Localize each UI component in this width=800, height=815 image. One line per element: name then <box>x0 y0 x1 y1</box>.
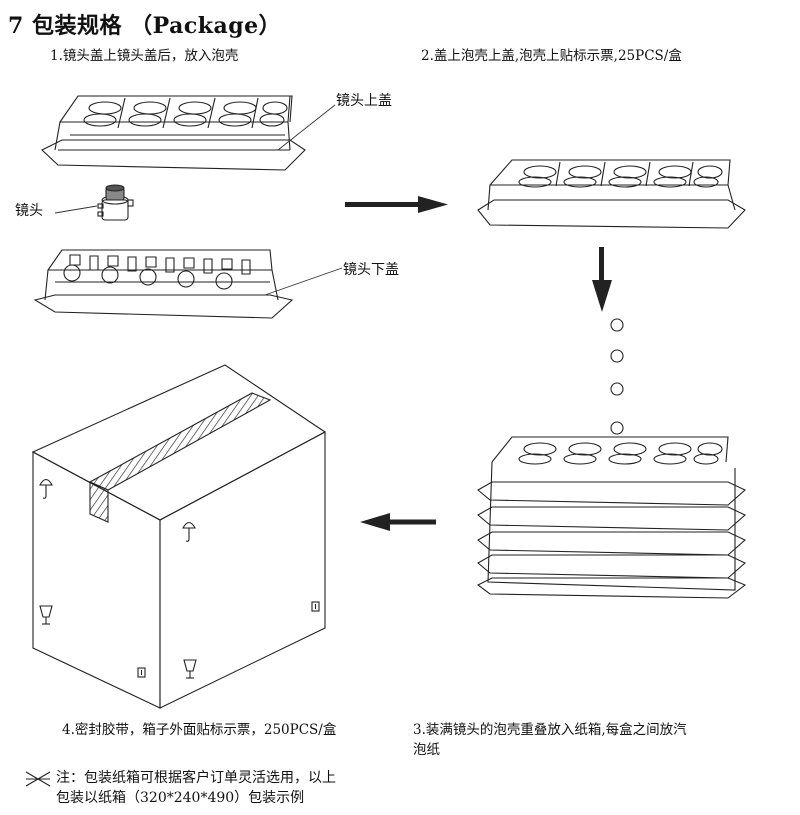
continuation-dots <box>610 318 624 435</box>
carton-box <box>31 364 327 709</box>
page-title: 7 包装规格 （Package） <box>8 13 282 39</box>
lower-cover-tray <box>33 249 294 319</box>
arrow-right-icon <box>345 196 448 213</box>
step-1-caption: 1.镜头盖上镜头盖后，放入泡壳 <box>50 48 239 64</box>
note-line-1: 注：包装纸箱可根据客户订单灵活选用，以上 <box>56 770 336 786</box>
umbrella-icon <box>39 478 53 499</box>
lower-cover-leader-line <box>264 267 343 296</box>
upper-cover-tray <box>41 95 306 171</box>
glass-icon <box>39 605 53 625</box>
upper-cover-leader-line <box>277 104 336 151</box>
step-2-caption: 2.盖上泡壳上盖,泡壳上贴标示票,25PCS/盒 <box>421 48 682 64</box>
stacked-trays <box>476 436 747 599</box>
arrow-left-icon <box>360 513 436 531</box>
this-side-up-icon <box>137 667 146 678</box>
step-4-caption: 4.密封胶带，箱子外面贴标示票，250PCS/盒 <box>62 722 337 738</box>
glass-icon <box>183 659 197 679</box>
arrow-down-icon <box>592 247 612 312</box>
step-3-caption-line1: 3.装满镜头的泡壳重叠放入纸箱,每盒之间放汽 <box>413 722 687 738</box>
umbrella-icon <box>182 521 196 542</box>
this-side-up-icon <box>311 601 320 612</box>
note-line-2: 包装以纸箱（320*240*490）包装示例 <box>56 790 305 806</box>
upper-cover-label: 镜头上盖 <box>336 93 392 109</box>
lens-label: 镜头 <box>15 203 43 219</box>
step-3-caption-line2: 泡纸 <box>413 742 440 758</box>
lens-icon <box>97 184 134 221</box>
note-marker-icon <box>25 771 51 787</box>
lower-cover-label: 镜头下盖 <box>343 262 399 278</box>
lens-leader-line <box>54 205 98 214</box>
closed-tray <box>477 159 746 229</box>
